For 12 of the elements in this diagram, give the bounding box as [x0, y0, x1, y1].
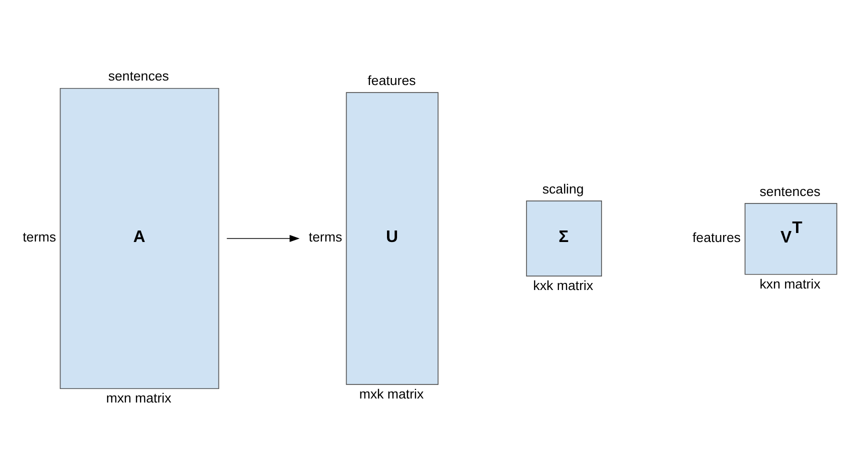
node-label: sentences [108, 68, 169, 84]
arrow [226, 234, 300, 242]
node-label: mxk matrix [359, 386, 424, 401]
node-label: mxn matrix [106, 390, 172, 406]
node-label: features [368, 72, 416, 88]
node-label: scaling [542, 180, 584, 196]
node-label: features [692, 230, 741, 245]
node-label: terms [308, 229, 342, 244]
node-label: kxn matrix [760, 276, 820, 291]
node-label: terms [22, 229, 56, 244]
node-label: sentences [760, 183, 820, 198]
node-label: kxk matrix [533, 278, 594, 293]
